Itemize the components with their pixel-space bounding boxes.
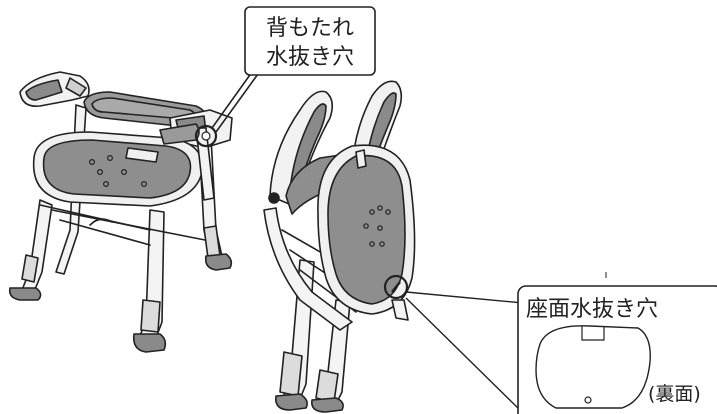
chair-unfolded — [8, 71, 233, 353]
rear-right-foot — [204, 253, 233, 271]
folded-seat-drain-holes — [363, 205, 391, 247]
left-armrest-pad — [25, 79, 63, 101]
left-foot — [8, 287, 42, 301]
seat-callout-leader-bottom — [405, 297, 525, 414]
seat-drain-label: 座面水抜き穴 (裏面) — [517, 285, 717, 414]
backrest-label-line1: 背もたれ — [266, 16, 354, 41]
chair-folded — [263, 80, 416, 413]
underside-drain-hole — [584, 396, 592, 404]
seat-label-side-note: (裏面) — [648, 383, 701, 405]
backrest-drain-highlight — [194, 124, 218, 148]
seat-underside — [535, 325, 651, 409]
seat-cutout — [125, 147, 159, 163]
seat-drain-highlight — [383, 274, 409, 300]
rear-right-adjuster — [203, 225, 221, 259]
seat-label-title: 座面水抜き穴 — [526, 297, 658, 322]
seat-callout-leader-top — [405, 291, 535, 305]
backrest-callout-leader — [211, 71, 253, 129]
front-right-foot — [132, 333, 167, 353]
backrest-label-line2: 水抜き穴 — [266, 45, 354, 70]
front-right-adjuster — [140, 299, 161, 333]
seat-drain-holes — [88, 155, 148, 188]
folded-seat-cushion — [327, 154, 406, 305]
right-armrest-pad — [159, 123, 200, 145]
folded-front-frame — [263, 207, 353, 331]
backrest-drain-label: 背もたれ 水抜き穴 — [244, 6, 376, 76]
left-leg-adjuster — [21, 254, 39, 283]
left-seat-cushion — [42, 139, 192, 199]
